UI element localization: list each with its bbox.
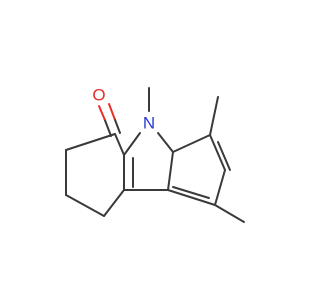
pyrrole-ring [123,132,174,191]
cyclohexanone-ring [65,133,125,217]
carbonyl-bond [98,103,121,137]
c8-methyl-bond [209,96,219,136]
c6-methyl-bond [214,204,245,223]
benzene-ring [167,134,231,206]
nitrogen-atom-label: N [143,114,155,133]
molecule-canvas: O N [65,85,245,223]
oxygen-atom-label: O [92,86,105,105]
molecule-structure: O N [65,86,245,223]
